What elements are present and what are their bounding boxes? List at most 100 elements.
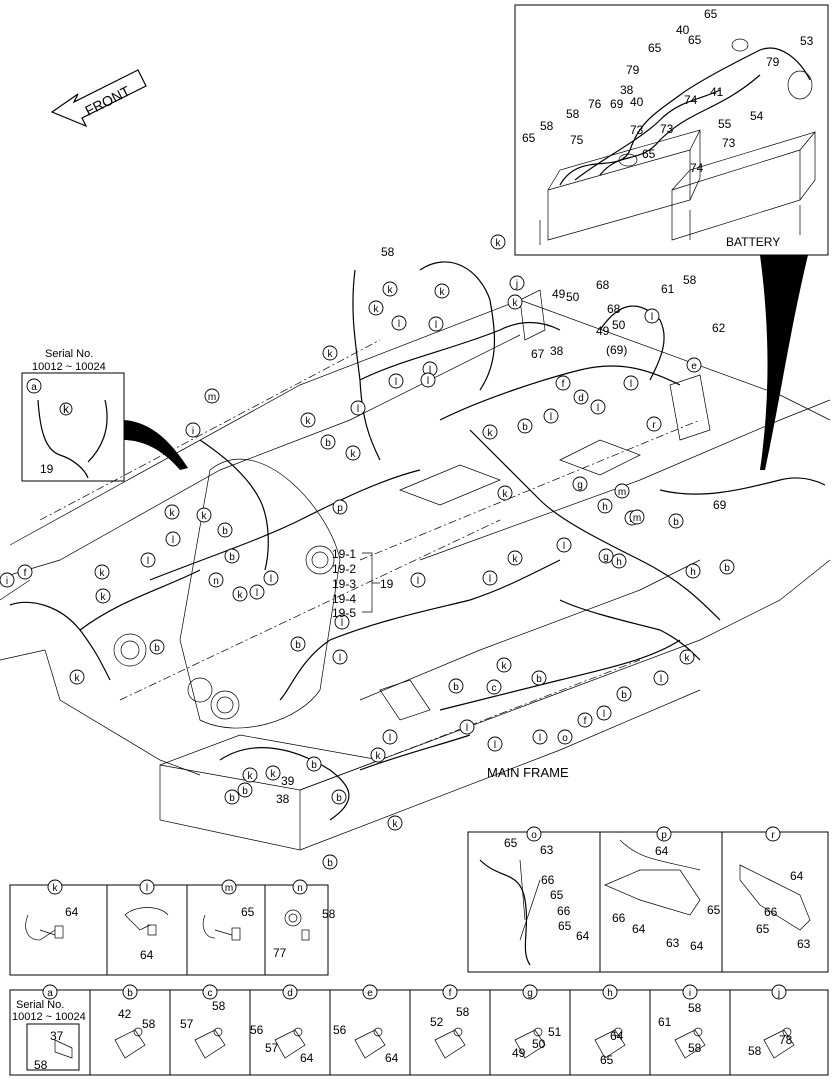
detail-r-header: r [765,826,781,842]
main-callout: 58 [683,273,697,287]
detail-part: 63 [797,937,811,951]
detail-part: 65 [558,919,572,933]
svg-text:i: i [689,988,691,999]
detail-part: 58 [322,907,336,921]
svg-text:n: n [297,883,303,894]
svg-text:r: r [771,830,775,841]
detail-a-header: a [42,984,58,1000]
frame-callout-k: k [265,765,281,781]
svg-text:k: k [351,449,357,460]
frame-callout-l: l [596,705,612,721]
svg-text:l: l [630,379,632,390]
detail-part: 65 [600,1053,614,1067]
frame-callout-k: k [345,445,361,461]
battery-callout: 53 [800,34,814,48]
svg-text:k: k [513,298,519,309]
main-callout: 39 [281,774,295,788]
battery-callout: 38 [620,83,634,97]
battery-callout: 65 [704,7,718,21]
detail-l-header: l [139,879,155,895]
detail-c-header: c [202,984,218,1000]
svg-text:b: b [673,517,679,528]
svg-text:k: k [328,349,334,360]
battery-callout: 54 [750,109,764,123]
detail-part: 78 [779,1033,793,1047]
svg-text:g: g [603,552,609,563]
main-callout: 68 [607,302,621,316]
svg-text:d: d [287,988,293,999]
frame-callout-l: l [487,736,503,752]
svg-text:l: l [417,576,419,587]
svg-text:k: k [496,238,502,249]
svg-text:h: h [607,988,613,999]
frame-callout-c: c [486,679,502,695]
svg-text:k: k [488,428,494,439]
frame-callout-b: b [448,678,464,694]
detail-part: 64 [300,1051,314,1065]
svg-text:l: l [489,574,491,585]
svg-text:k: k [271,769,277,780]
svg-text:l: l [603,709,605,720]
group-19-list: 19-1 19-2 19-3 19-4 19-5 19 [332,547,394,620]
svg-text:f: f [562,379,565,390]
svg-text:b: b [222,526,228,537]
svg-text:o: o [531,830,537,841]
frame-callout-l: l [532,729,548,745]
svg-text:b: b [242,786,248,797]
svg-text:m: m [633,513,641,524]
svg-text:r: r [652,420,656,431]
svg-text:l: l [435,320,437,331]
detail-part: 49 [512,1046,526,1060]
group-19-item-5: 19-5 [332,606,356,620]
battery-callout: 69 [610,97,624,111]
frame-callout-b: b [320,434,336,450]
frame-callout-b: b [616,686,632,702]
frame-callout-l: l [388,373,404,389]
detail-part: 64 [385,1051,399,1065]
svg-text:b: b [453,682,459,693]
detail-part: 58 [688,1001,702,1015]
detail-part: 58 [688,1041,702,1055]
detail-part: 65 [550,888,564,902]
frame-callout-l: l [332,649,348,665]
main-callout: 49 [552,287,566,301]
svg-text:o: o [562,733,568,744]
frame-callout-g: g [572,476,588,492]
detail-part: 37 [50,1029,64,1043]
svg-text:d: d [578,393,584,404]
frame-callout-b: b [149,639,165,655]
frame-callout-l: l [350,400,366,416]
svg-text:j: j [777,988,780,999]
svg-text:a: a [47,988,53,999]
detail-part: 64 [140,948,154,962]
detail-a-serial-title: Serial No. [16,999,64,1011]
frame-callout-k: k [382,281,398,297]
svg-text:c: c [208,988,213,999]
frame-callout-m: m [614,483,630,499]
svg-text:h: h [616,557,622,568]
frame-callout-b: b [719,559,735,575]
frame-callout-l: l [334,614,350,630]
frame-callout-l: l [644,308,660,324]
battery-callout: 65 [642,147,656,161]
svg-text:k: k [100,568,106,579]
main-frame-label: MAIN FRAME [487,765,569,780]
frame-callout-k: k [370,747,386,763]
svg-text:l: l [398,319,400,330]
detail-part: 58 [142,1017,156,1031]
svg-text:b: b [724,563,730,574]
svg-text:l: l [660,674,662,685]
battery-callout: 65 [688,33,702,47]
frame-callout-k: k [497,485,513,501]
svg-text:k: k [685,653,691,664]
detail-part: 56 [250,1023,264,1037]
detail-i-header: i [682,984,698,1000]
battery-callout: 58 [566,107,580,121]
detail-n-header: n [292,879,308,895]
detail-part: 42 [118,1007,132,1021]
detail-part: 65 [504,836,518,850]
battery-callout: 79 [626,63,640,77]
svg-text:l: l [427,376,429,387]
